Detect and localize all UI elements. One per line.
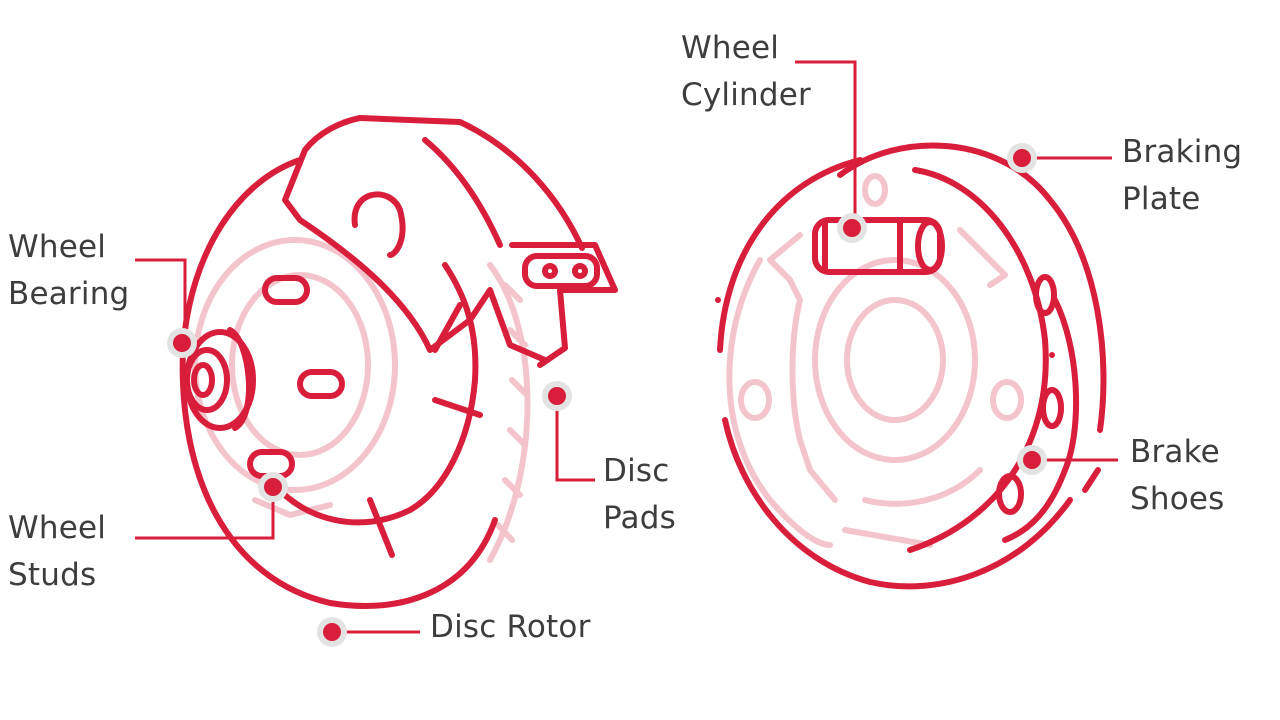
wheel-studs-label-line1: Wheel	[8, 510, 107, 546]
braking-plate-label-line2: Plate	[1122, 181, 1201, 217]
disc-rotor-label: Disc Rotor	[430, 604, 591, 651]
wheel-cylinder	[812, 217, 945, 275]
disc-pads-label-line1: Disc	[603, 453, 670, 489]
wheel-studs-label: Wheel Studs	[8, 505, 106, 599]
wheel-cylinder-label-line2: Cylinder	[681, 77, 811, 113]
disc-rotor-label-line1: Disc Rotor	[430, 609, 591, 645]
wheel-bearing-hub	[184, 327, 256, 431]
hub-flange	[192, 237, 398, 518]
callout-leaders	[135, 60, 1118, 647]
disc-pads-label: Disc Pads	[603, 448, 676, 542]
wheel-bearing-label: Wheel Bearing	[8, 224, 129, 318]
brake-shoes-label-line2: Shoes	[1130, 481, 1225, 517]
braking-plate-label: Braking Plate	[1122, 129, 1242, 223]
wheel-studs-label-line2: Studs	[8, 557, 97, 593]
rotor-edge	[487, 262, 531, 563]
braking-plate	[717, 142, 1107, 590]
wheel-cylinder-label-line1: Wheel	[681, 30, 780, 66]
brake-shoes-label: Brake Shoes	[1130, 429, 1225, 523]
braking-plate-label-line1: Braking	[1122, 134, 1243, 170]
drum-brake-illustration	[715, 142, 1107, 590]
brake-shoes-label-line1: Brake	[1130, 434, 1220, 470]
wheel-cylinder-label: Wheel Cylinder	[681, 25, 811, 119]
brake-caliper	[282, 115, 618, 368]
inner-backing-plate	[726, 173, 1024, 548]
disc-brake-illustration	[179, 115, 618, 609]
disc-pads-label-line2: Pads	[603, 500, 676, 536]
wheel-bearing-label-line1: Wheel	[8, 229, 107, 265]
wheel-bearing-label-line2: Bearing	[8, 276, 130, 312]
